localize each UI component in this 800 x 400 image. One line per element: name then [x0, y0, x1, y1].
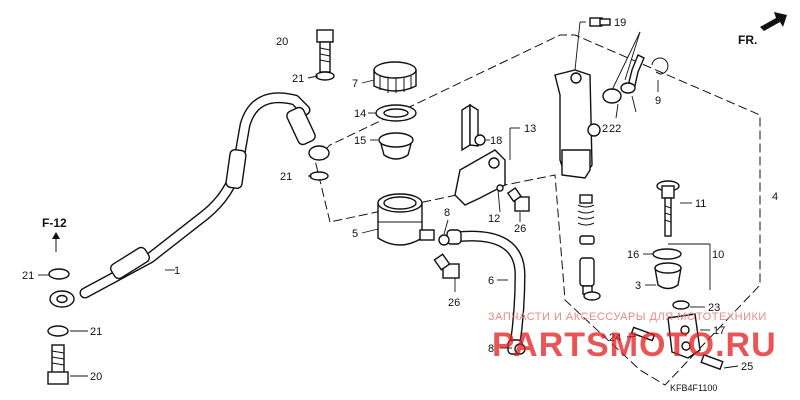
- callout-23: 23: [708, 302, 720, 314]
- callout-19: 19: [614, 17, 626, 29]
- callout-13: 13: [524, 123, 536, 135]
- master-cylinder-body: [554, 69, 601, 179]
- reservoir-stay: [454, 149, 506, 206]
- callout-1: 1: [174, 265, 180, 277]
- flange-bolt-a: [433, 253, 460, 279]
- callout-18: 18: [490, 135, 502, 147]
- oil-bolt-lower: [47, 344, 69, 385]
- watermark-brand: PARTSMOTO.RU: [492, 326, 777, 364]
- reservoir-cap: [373, 61, 417, 93]
- hose-clip-upper: [438, 234, 450, 246]
- up-arrow-icon: [52, 232, 60, 239]
- sealing-washer-a: [315, 71, 335, 81]
- watermark-tagline: ЗАПЧАСТИ И АКСЕССУАРЫ ДЛЯ МОТОТЕХНИКИ: [488, 311, 767, 323]
- callout-8-upper: 8: [444, 207, 450, 219]
- callout-20-upper: 20: [276, 36, 288, 48]
- joint-pin: [700, 353, 724, 371]
- screw: [589, 17, 611, 27]
- fr-arrow-icon: [760, 12, 787, 31]
- oil-bolt-upper: [316, 29, 334, 73]
- callout-12: 12: [488, 213, 500, 225]
- brake-reservoir: [377, 193, 435, 246]
- diagram-code: KFB4F1100: [670, 383, 717, 393]
- fr-label: FR.: [738, 33, 757, 47]
- reservoir-hose: [446, 229, 526, 355]
- callout-7: 7: [352, 78, 358, 90]
- hose-joint: [620, 54, 645, 94]
- callout-11: 11: [695, 198, 706, 210]
- rod-joint: [667, 313, 701, 359]
- callout-5: 5: [352, 228, 358, 240]
- boot: [654, 262, 682, 290]
- callout-17: 17: [713, 325, 725, 337]
- callout-3: 3: [635, 280, 641, 292]
- callout-2: 2: [602, 123, 608, 135]
- reservoir-plate: [375, 104, 417, 122]
- callout-20-lower: 20: [90, 371, 102, 383]
- callout-9: 9: [655, 95, 661, 107]
- reference-f12: F-12: [42, 216, 67, 252]
- front-direction-arrow: FR.: [738, 12, 787, 47]
- callout-14: 14: [354, 108, 366, 120]
- reservoir-bracket: [461, 103, 479, 152]
- o-ring: [602, 88, 622, 104]
- leader-lines: [38, 21, 739, 377]
- brake-hose: [49, 92, 330, 308]
- flange-bolt-b: [506, 187, 530, 212]
- collar: [474, 134, 486, 146]
- callout-6: 6: [488, 275, 494, 287]
- hose-clip-lower: [514, 343, 526, 355]
- assembly-boundary: [314, 34, 761, 386]
- callout-4: 4: [772, 191, 778, 203]
- sealing-washer-d: [47, 325, 69, 337]
- callout-10: 10: [712, 249, 724, 261]
- callout-24: 24: [609, 332, 621, 344]
- callout-21-a: 21: [292, 73, 304, 85]
- callout-25: 25: [741, 361, 753, 373]
- callout-21-b: 21: [280, 171, 292, 183]
- sealing-washer-b: [309, 171, 329, 181]
- joint-nut: [672, 300, 690, 310]
- piston-set: [577, 194, 601, 301]
- callout-labels: 1 2 3 4 5 6 7 8 8 9 10 11 12 13 14 15 16…: [22, 17, 778, 383]
- callout-16: 16: [627, 249, 639, 261]
- callout-21-c: 21: [22, 270, 34, 282]
- callout-21-d: 21: [90, 326, 102, 338]
- callout-22: 22: [609, 123, 621, 135]
- reservoir-diaphragm: [378, 132, 414, 160]
- joint-bolt: [630, 326, 656, 342]
- callout-26-b: 26: [514, 223, 526, 235]
- callout-26-a: 26: [448, 297, 460, 309]
- callout-15: 15: [354, 135, 366, 147]
- sealing-washer-c: [48, 268, 70, 280]
- callout-8-lower: 8: [488, 343, 494, 355]
- reference-f12-label: F-12: [42, 216, 67, 230]
- joint-plate: [652, 248, 682, 260]
- circlip: [651, 57, 669, 75]
- push-rod: [656, 180, 680, 237]
